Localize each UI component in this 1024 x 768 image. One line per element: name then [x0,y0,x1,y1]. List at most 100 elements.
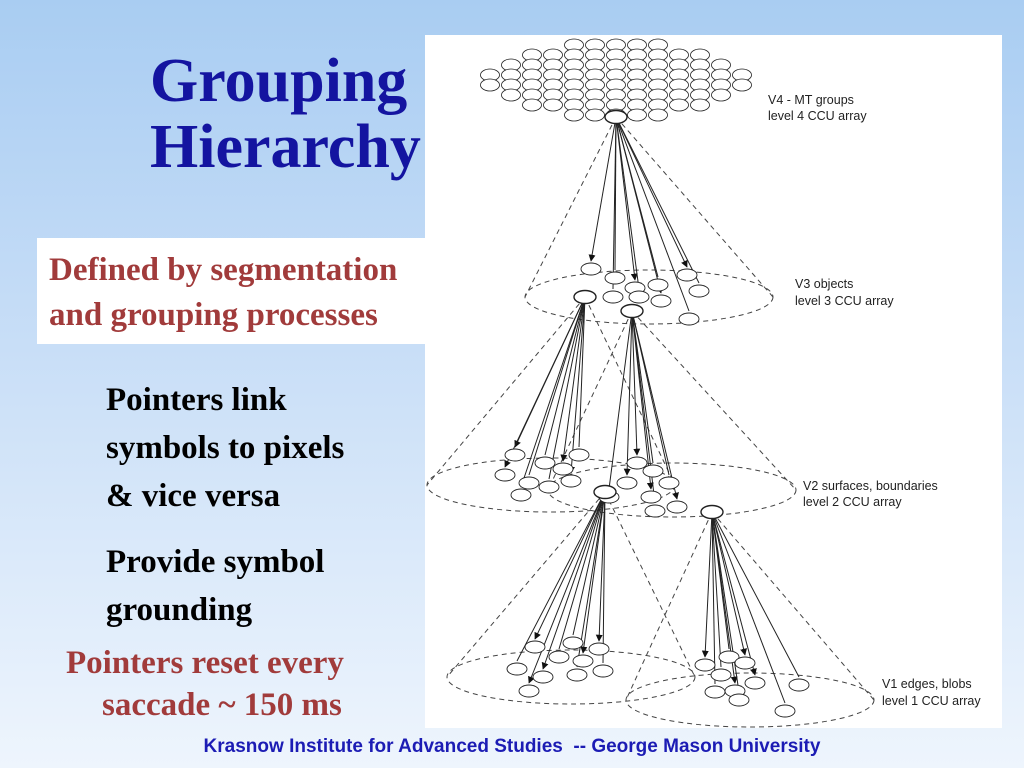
pointer-arrow [528,296,587,476]
definition-line-1: Defined by segmentation [49,252,398,288]
ccu-unit [728,693,750,707]
ccu-cell [732,78,752,92]
ccu-unit [566,668,588,682]
ccu-unit [532,670,554,684]
pointer-arrow [588,116,617,262]
bullet-pointers-link: Pointers link symbols to pixels & vice v… [106,376,426,520]
ccu-unit [602,290,624,304]
pointer-arrow [615,116,663,294]
bullet-line: symbols to pixels [106,430,345,466]
ccu-unit [572,654,594,668]
footer-institution: Krasnow Institute for Advanced Studies -… [203,736,821,757]
ccu-unit [504,448,526,462]
ccu-unit [592,664,614,678]
ccu-unit [704,685,726,699]
cone-edge [446,491,606,678]
cone-edge [426,296,586,486]
ccu-unit [568,448,590,462]
pointer-arrow [601,491,609,664]
layer-label-v2-level: level 2 CCU array [803,495,902,509]
ccu-unit [604,271,626,285]
pointer-arrow [615,116,642,290]
ccu-cell [564,108,584,122]
cone-edge [604,491,696,678]
ccu-cell [501,88,521,102]
layer-label-v1-level: level 1 CCU array [882,694,981,708]
ccu-unit [676,268,698,282]
pointer-arrow [572,491,608,636]
ccu-unit [718,650,740,664]
definition-line-2: and grouping processes [49,297,378,333]
layer-label-v3-name: V3 objects [795,277,853,291]
ccu-unit [640,490,662,504]
ccu-unit [538,480,560,494]
pointer-arrow [708,511,722,668]
pointer-arrow [595,491,606,642]
layer-label-v4-name: V4 - MT groups [768,93,854,107]
ccu-unit [510,488,532,502]
ccu-cell [585,108,605,122]
ccu-cell [711,88,731,102]
pointer-arrow [608,310,635,490]
bullet-symbol-grounding: Provide symbol grounding [106,538,426,634]
level-ellipse [446,649,696,705]
grouping-hierarchy-diagram: V4 - MT groups level 4 CCU array V3 obje… [425,35,1002,728]
ccu-cell [669,98,689,112]
pointer-arrow [631,310,641,456]
ccu-cell [522,98,542,112]
pointer-arrow [560,296,586,462]
ccu-unit [710,668,732,682]
bullet-line: Pointers link [106,382,287,418]
cone-edge [584,296,676,486]
pointer-arrow [711,511,742,693]
ccu-parent-unit [573,289,597,305]
ccu-parent-unit [593,484,617,500]
ccu-cell [690,98,710,112]
layer-label-v2-name: V2 surfaces, boundaries [803,479,938,493]
ccu-unit [647,278,669,292]
ccu-unit [650,294,672,308]
pointer-arrow [534,491,606,640]
cone-edge [615,116,774,298]
title-line-1: Grouping [150,47,408,115]
reset-note-line-1: Pointers reset every [66,645,344,681]
level-ellipse [625,672,875,728]
ccu-unit [524,640,546,654]
pointer-arrow [580,491,606,654]
ccu-unit [642,464,664,478]
pointer-arrow [578,296,589,448]
ccu-unit [580,262,602,276]
ccu-cell [480,78,500,92]
ccu-parent-unit [700,504,724,520]
ccu-unit [626,456,648,470]
ccu-cell [543,98,563,112]
pointer-arrow [544,296,587,456]
cone-edge [631,310,797,491]
pointer-arrow [519,296,586,488]
level-ellipse [524,269,774,325]
ccu-unit [534,456,556,470]
bullet-line: & vice versa [106,478,281,514]
cone-edge [625,511,713,701]
pointer-arrow [631,310,679,500]
pointer-arrow [711,511,800,678]
saccade-reset-note: Pointers reset every saccade ~ 150 ms [66,642,411,726]
ccu-parent-unit [620,303,644,319]
pointer-arrow [615,116,700,284]
pointer-arrow [576,491,608,668]
pointer-arrow [710,511,786,704]
diagram-canvas: V4 - MT groups level 4 CCU array V3 obje… [426,38,981,728]
pointer-arrow [558,491,607,650]
layer-label-v4-level: level 4 CCU array [768,109,867,123]
ccu-unit [658,476,680,490]
cone-edge [524,116,617,298]
pointer-arrows [504,116,800,704]
ccu-unit [788,678,810,692]
pointer-arrow [614,116,690,312]
ccu-unit [644,504,666,518]
ccu-unit [588,642,610,656]
pointer-arrow [504,296,586,468]
pointer-arrow [568,296,586,474]
pointer-arrow [612,116,620,290]
pointer-arrow [548,296,588,480]
